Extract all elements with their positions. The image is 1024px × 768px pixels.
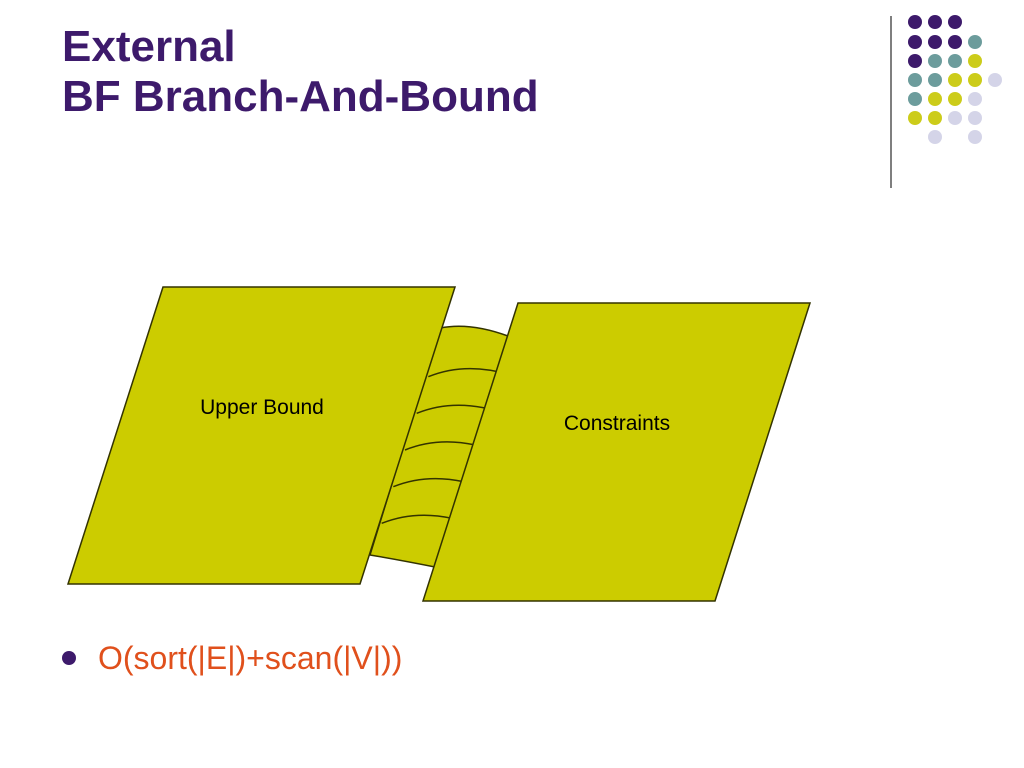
decorative-dot xyxy=(948,54,962,68)
slide-title: External BF Branch-And-Bound xyxy=(62,22,539,122)
upper-bound-label: Upper Bound xyxy=(200,396,324,419)
bullet-dot-icon xyxy=(62,651,76,665)
slide-title-line-1: External xyxy=(62,22,236,71)
decorative-dot xyxy=(968,73,982,87)
decorative-dot-grid xyxy=(890,15,1002,188)
decorative-dot xyxy=(928,35,942,49)
decorative-dot xyxy=(908,111,922,125)
decorative-dot xyxy=(948,73,962,87)
decorative-dot xyxy=(948,15,962,29)
decorative-dot xyxy=(908,15,922,29)
constraints-label: Constraints xyxy=(564,412,670,435)
slide-title-line-2: BF Branch-And-Bound xyxy=(62,72,539,121)
decorative-dot xyxy=(968,92,982,106)
decorative-dot xyxy=(928,111,942,125)
decorative-dot xyxy=(968,130,982,144)
decorative-dot xyxy=(928,92,942,106)
upper-bound-block xyxy=(66,286,457,585)
decorative-dot xyxy=(968,111,982,125)
bullet-list: O(sort(|E|)+scan(|V|)) xyxy=(62,636,402,680)
decorative-dot xyxy=(928,15,942,29)
decorative-dot xyxy=(908,92,922,106)
decorative-dot xyxy=(948,111,962,125)
decorative-dot xyxy=(948,35,962,49)
decorative-dot xyxy=(928,54,942,68)
decorative-dot xyxy=(988,73,1002,87)
decorative-dot xyxy=(968,35,982,49)
decorative-dot xyxy=(968,54,982,68)
decorative-dot xyxy=(928,130,942,144)
decorative-dot xyxy=(908,73,922,87)
decorative-dot xyxy=(948,92,962,106)
constraints-block xyxy=(421,302,812,602)
decorative-dot xyxy=(908,35,922,49)
bullet-item: O(sort(|E|)+scan(|V|)) xyxy=(62,636,402,680)
decorative-dot xyxy=(908,54,922,68)
decorative-dot xyxy=(928,73,942,87)
bullet-text: O(sort(|E|)+scan(|V|)) xyxy=(98,640,403,676)
